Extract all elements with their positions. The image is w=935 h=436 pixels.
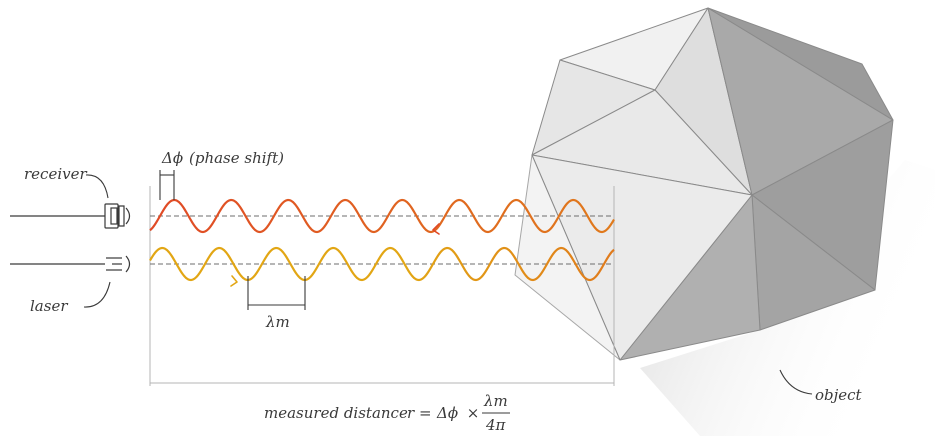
wavelength-bracket [247, 276, 306, 310]
wave-axes [150, 215, 614, 265]
sensor-lines [10, 215, 105, 265]
formula-numerator: λm [483, 392, 508, 410]
formula-delta-phi: Δϕ [436, 404, 458, 422]
laser-label: laser [30, 297, 68, 315]
object-face-upper-right [707, 7, 894, 121]
emitted-direction-arrow [230, 275, 238, 287]
phase-symbol-label: Δϕ [161, 149, 183, 167]
object-leader [779, 369, 813, 395]
receiver-label: receiver [24, 165, 87, 183]
formula-times: × [462, 404, 484, 422]
object-label: object [815, 386, 863, 404]
direction-arrows [230, 223, 440, 287]
callout-leaders [83, 174, 813, 395]
icosahedron-object [514, 7, 894, 361]
emitted-wave [149, 246, 615, 282]
distance-formula: r = Δϕ × λm 4π [407, 392, 510, 434]
formula-lhs: r = [407, 404, 436, 422]
receiver-icon [104, 203, 131, 229]
object-face-left-back [514, 154, 621, 361]
receiver-leader [85, 174, 109, 199]
wavelength-label: λm [265, 313, 290, 331]
reflected-wave [149, 198, 615, 234]
laser-leader [83, 281, 111, 308]
reflected-direction-arrow [432, 223, 440, 235]
laser-icon [106, 255, 131, 273]
phase-shift-bracket [159, 170, 175, 200]
measure-guides [149, 186, 615, 386]
phase-shift-label: (phase shift) [189, 149, 284, 167]
measured-distance-label: measured distance [264, 404, 408, 422]
formula-denominator: 4π [485, 416, 507, 434]
